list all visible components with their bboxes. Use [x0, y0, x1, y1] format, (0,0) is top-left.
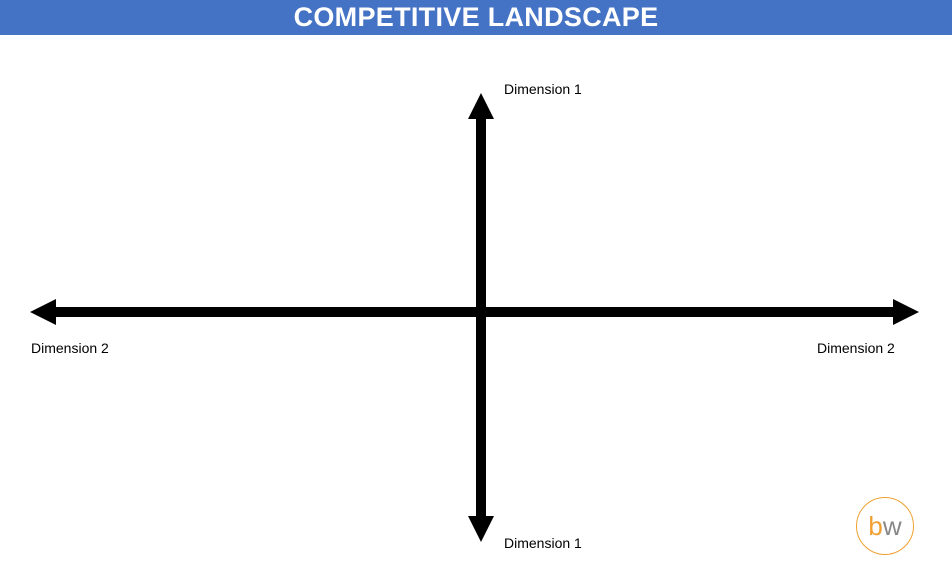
arrow-left-icon: [30, 299, 56, 325]
arrow-up-icon: [468, 93, 494, 119]
vertical-axis: [468, 93, 494, 542]
axis-label-bottom: Dimension 1: [504, 535, 582, 551]
logo-letter-b: b: [868, 511, 883, 541]
logo-letter-w: w: [882, 511, 902, 541]
horizontal-axis: [30, 299, 919, 325]
axis-label-top: Dimension 1: [504, 81, 582, 97]
axis-label-left: Dimension 2: [31, 340, 109, 356]
page-title: COMPETITIVE LANDSCAPE: [293, 2, 659, 32]
arrow-down-icon: [468, 516, 494, 542]
axis-label-right: Dimension 2: [817, 340, 895, 356]
title-bar: COMPETITIVE LANDSCAPE: [0, 0, 952, 35]
arrow-right-icon: [893, 299, 919, 325]
